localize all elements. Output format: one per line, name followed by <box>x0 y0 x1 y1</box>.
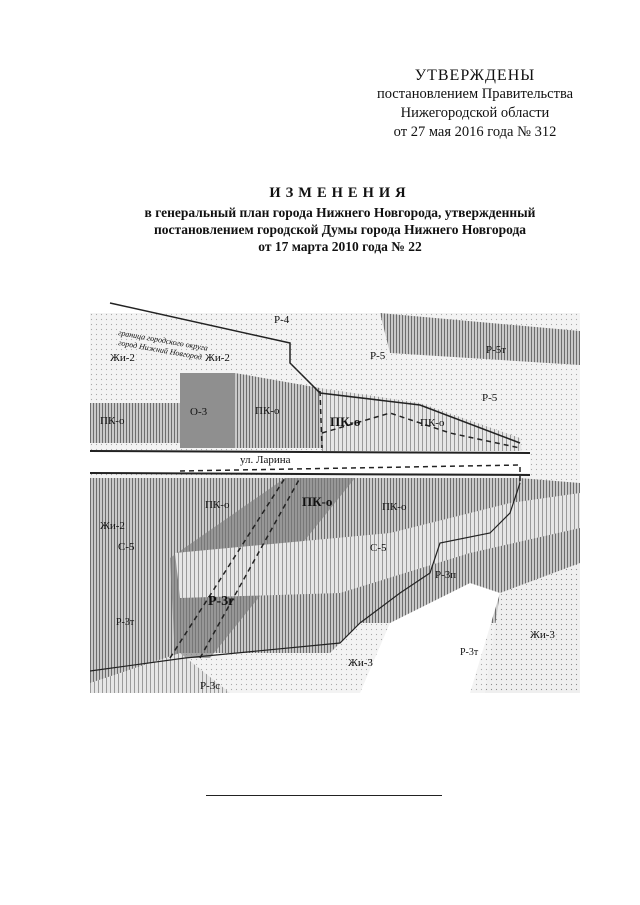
zone-label-pko-4: ПК-о <box>420 417 445 429</box>
zone-label-pko-5: ПК-о <box>205 499 230 511</box>
dashed-boundary-1 <box>319 390 323 449</box>
zone-area-pko-strip <box>320 388 522 453</box>
street-road <box>90 451 530 473</box>
heading-title: ИЗМЕНЕНИЯ <box>269 185 411 201</box>
approval-block: УТВЕРЖДЕНЫ постановлением Правительства … <box>330 66 620 142</box>
zone-label-zh3-right: Жи-3 <box>530 629 555 641</box>
document-heading: ИЗМЕНЕНИЯ в генеральный план города Нижн… <box>120 185 560 255</box>
road-edge-bottom <box>90 472 531 476</box>
zoning-map: граница городского округа город Нижний Н… <box>90 293 580 693</box>
heading-line-1: в генеральный план города Нижнего Новгор… <box>144 205 536 220</box>
zone-label-r3g: Р-3г <box>208 594 235 609</box>
municipal-boundary-line <box>109 302 521 444</box>
zone-area-c5 <box>175 493 580 598</box>
zone-label-r4: Р-4 <box>274 314 290 326</box>
zone-label-o3: О-3 <box>190 406 208 418</box>
zone-area-r5t <box>380 313 580 365</box>
zone-label-c5-mid: С-5 <box>370 542 387 554</box>
dashed-boundary-5 <box>199 477 301 659</box>
zone-label-pko-6: ПК-о <box>302 494 332 509</box>
zone-label-pko-3: ПК-о <box>330 414 360 429</box>
zoning-map-svg: граница городского округа город Нижний Н… <box>90 293 580 693</box>
street-label: ул. Ларина <box>240 454 291 466</box>
approval-title: УТВЕРЖДЕНЫ <box>414 67 536 84</box>
zone-label-zh2-lower: Жи-2 <box>100 520 125 532</box>
footer-rule <box>206 795 442 796</box>
zone-label-r3p: Р-3п <box>435 569 456 581</box>
zone-area-bottom-left <box>90 653 230 693</box>
zone-label-zh2-mid: Жи-2 <box>205 352 230 364</box>
heading-line-3: от 17 марта 2010 года № 22 <box>258 239 422 254</box>
zone-area-zh3-open <box>360 583 500 693</box>
road-edge-top <box>90 450 531 454</box>
zone-label-r5-b: Р-5 <box>482 392 498 404</box>
heading-line-2: постановлением городской Думы города Ниж… <box>153 222 527 237</box>
zone-label-pko-7: ПК-о <box>382 501 407 513</box>
dashed-boundary-2 <box>321 412 521 449</box>
zone-label-r3s: Р-3с <box>200 680 220 692</box>
approval-line-3: от 27 мая 2016 года № 312 <box>393 124 557 140</box>
zone-label-r5-a: Р-5 <box>370 350 386 362</box>
approval-line-1: постановлением Правительства <box>376 86 574 102</box>
zone-area-pko-left <box>90 403 180 443</box>
zone-label-r3t-left: Р-3т <box>116 617 135 628</box>
zone-label-pko-1: ПК-о <box>100 415 125 427</box>
zone-label-zh2-left: Жи-2 <box>110 352 135 364</box>
approval-line-2: Нижегородской области <box>400 105 550 121</box>
zone-label-r5t: Р-5т <box>486 344 506 356</box>
zone-label-pko-2: ПК-о <box>255 405 280 417</box>
zone-area-o3 <box>180 373 235 448</box>
zone-area-zh3-right <box>485 563 580 693</box>
zone-border-solid <box>90 482 521 672</box>
zone-label-r3t-right: Р-3т <box>460 647 479 658</box>
dashed-boundary-3 <box>179 464 521 483</box>
zone-label-zh3-bottom: Жи-3 <box>348 657 373 669</box>
zone-label-c5-left: С-5 <box>118 541 135 553</box>
zone-area-pko-mid <box>235 373 322 448</box>
